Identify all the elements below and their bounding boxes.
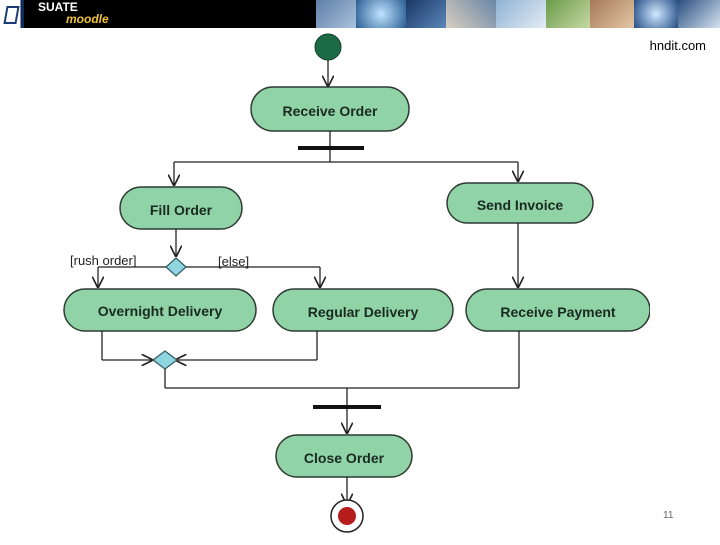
page-number: 11 <box>663 510 674 521</box>
activity-label: Regular Delivery <box>308 304 419 320</box>
merge-node <box>152 350 178 370</box>
activity-send-invoice: Send Invoice <box>446 182 594 224</box>
banner-photo-strip <box>316 0 720 28</box>
decision-node <box>165 257 187 277</box>
banner-photo <box>316 0 356 28</box>
end-node <box>330 499 364 533</box>
banner-photo <box>446 0 496 28</box>
activity-label: Overnight Delivery <box>98 303 223 319</box>
activity-label: Receive Payment <box>500 304 616 320</box>
brand-line1: SUATE <box>38 0 78 14</box>
logo-icon <box>0 0 21 28</box>
activity-regular-delivery: Regular Delivery <box>272 288 454 332</box>
banner-photo <box>356 0 406 28</box>
banner-photo <box>590 0 634 28</box>
fork-bar <box>298 146 364 150</box>
activity-overnight-delivery: Overnight Delivery <box>63 288 257 332</box>
activity-fill-order: Fill Order <box>119 186 243 230</box>
header-banner: SUATE moodle <box>0 0 720 28</box>
banner-photo <box>406 0 446 28</box>
activity-label: Fill Order <box>150 202 213 218</box>
banner-photo <box>546 0 590 28</box>
brand-area: SUATE moodle <box>24 0 324 28</box>
activity-receive-payment: Receive Payment <box>465 288 651 332</box>
banner-photo <box>678 0 720 28</box>
start-node <box>314 33 342 61</box>
banner-photo <box>496 0 546 28</box>
activity-diagram: Receive Order Fill Order Send Invoice [r… <box>58 28 651 540</box>
banner-photo <box>634 0 678 28</box>
guard-rush-order: [rush order] <box>70 253 136 268</box>
activity-receive-order: Receive Order <box>250 86 410 132</box>
join-bar <box>313 405 381 409</box>
guard-else: [else] <box>218 254 249 269</box>
brand-line2: moodle <box>66 12 109 26</box>
activity-label: Send Invoice <box>477 197 564 213</box>
activity-label: Receive Order <box>283 103 378 119</box>
activity-label: Close Order <box>304 450 385 466</box>
activity-close-order: Close Order <box>275 434 413 478</box>
